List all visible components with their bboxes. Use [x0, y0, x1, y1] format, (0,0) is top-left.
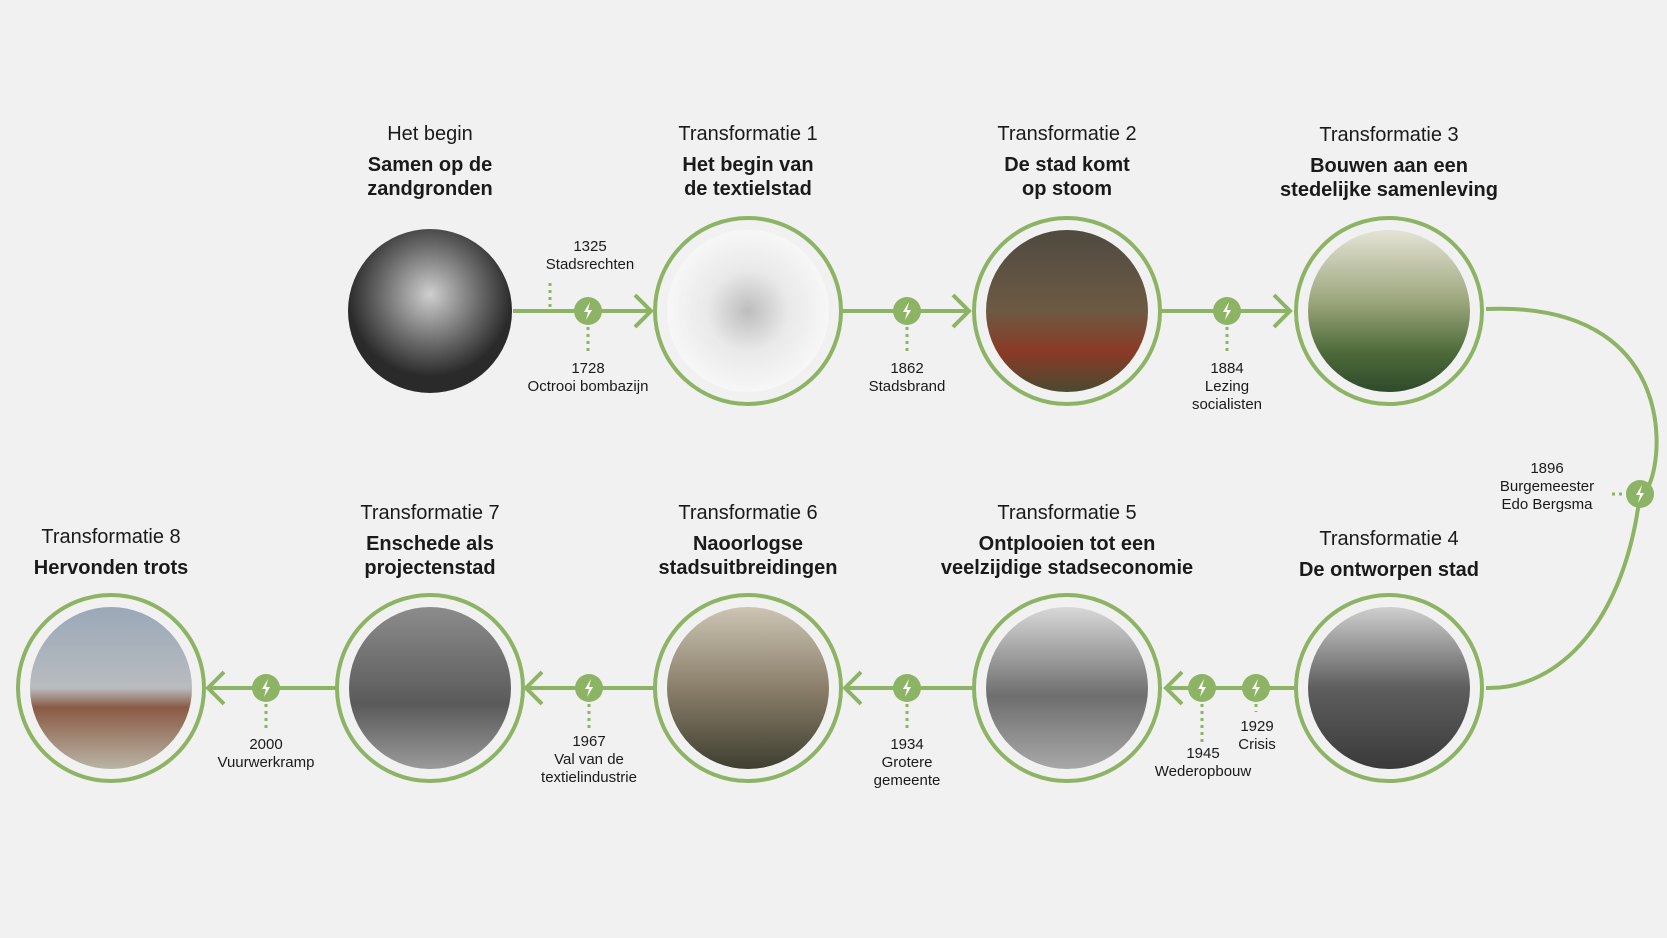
- event-label: Vuurwerkramp: [217, 754, 315, 771]
- event-label: Val van de textielindustrie: [541, 751, 637, 786]
- stage-heading-7: Transformatie 7 Enschede als projectensta…: [270, 501, 590, 580]
- stage-title: De stad komt op stoom: [1004, 154, 1130, 200]
- stage-title: Hervonden trots: [33, 557, 189, 579]
- stage-label: Transformatie 3: [1319, 124, 1459, 146]
- lightning-bolt-icon: [252, 674, 280, 702]
- stage-title: De ontworpen stad: [1298, 559, 1479, 581]
- lightning-bolt-icon: [893, 674, 921, 702]
- stage-heading-2: Transformatie 2 De stad komt op stoom: [907, 122, 1227, 201]
- event-label: Grotere gemeente: [873, 754, 941, 789]
- stage-photo: [986, 607, 1148, 769]
- stage-title: Het begin van de textielstad: [682, 154, 814, 200]
- event-year: 1728: [571, 360, 605, 377]
- arrow-head-icon: [633, 293, 654, 329]
- event-year: 1884: [1210, 360, 1244, 377]
- stage-photo: [667, 230, 829, 392]
- arrow-head-icon: [842, 670, 863, 706]
- stage-image-photo-waterfront-crane: [16, 593, 206, 783]
- stage-heading-8: Transformatie 8 Hervonden trots: [0, 525, 271, 580]
- stage-image-painting-factory-smoke: [972, 216, 1162, 406]
- stage-label: Het begin: [387, 123, 473, 145]
- stage-title: Samen op de zandgronden: [367, 154, 493, 200]
- event-year: 1929: [1240, 718, 1274, 735]
- stage-photo: [30, 607, 192, 769]
- stage-image-photo-postwar-housing: [653, 593, 843, 783]
- lightning-bolt-icon: [893, 297, 921, 325]
- event-year: 1896: [1530, 460, 1564, 477]
- stage-heading-1: Transformatie 1 Het begin van de textiels…: [588, 122, 908, 201]
- event-year: 1325: [573, 238, 607, 255]
- lightning-bolt-icon: [1626, 480, 1654, 508]
- stage-title: Bouwen aan een stedelijke samenleving: [1280, 155, 1498, 201]
- arrow-head-icon: [1272, 293, 1293, 329]
- event-year: 1862: [890, 360, 924, 377]
- arrow-head-icon: [205, 670, 226, 706]
- stage-heading-4: Transformatie 4 De ontworpen stad: [1229, 527, 1549, 582]
- stage-photo: [667, 607, 829, 769]
- stage-label: Transformatie 2: [997, 123, 1137, 145]
- event-label: Crisis: [1238, 736, 1276, 753]
- stage-photo: [1308, 230, 1470, 392]
- stage-photo: [986, 230, 1148, 392]
- event-label: Lezing socialisten: [1191, 378, 1263, 413]
- event-year: 1934: [890, 736, 924, 753]
- stage-title: Enschede als projectenstad: [364, 533, 496, 579]
- stage-heading-6: Transformatie 6 Naoorlogse stadsuitbreidi…: [588, 501, 908, 580]
- lightning-bolt-icon: [575, 674, 603, 702]
- lightning-bolt-icon: [1242, 674, 1270, 702]
- stage-title: Naoorlogse stadsuitbreidingen: [658, 533, 838, 579]
- event-label: Wederopbouw: [1154, 763, 1252, 780]
- stage-label: Transformatie 7: [360, 502, 500, 524]
- lightning-bolt-icon: [1188, 674, 1216, 702]
- stage-heading-5: Transformatie 5 Ontplooien tot een veelzi…: [907, 501, 1227, 580]
- arrow-head-icon: [951, 293, 972, 329]
- event-label: Stadsbrand: [868, 378, 946, 395]
- stage-photo: [1308, 607, 1470, 769]
- arrow-head-icon: [1163, 670, 1184, 706]
- event-year: 1967: [572, 733, 606, 750]
- stage-label: Transformatie 5: [997, 502, 1137, 524]
- event-label: Stadsrechten: [545, 256, 635, 273]
- stage-heading-3: Transformatie 3 Bouwen aan een stedelijke…: [1229, 123, 1549, 202]
- stage-image-sketch-farmhouse: [653, 216, 843, 406]
- stage-image-photo-city-hall-tower: [1294, 593, 1484, 783]
- event-label: Burgemeester Edo Bergsma: [1499, 478, 1595, 513]
- stage-photo: [349, 607, 511, 769]
- stage-title: Ontplooien tot een veelzijdige stadsecon…: [940, 533, 1194, 579]
- stage-label: Transformatie 4: [1319, 528, 1459, 550]
- event-year: 1945: [1186, 745, 1220, 762]
- stage-image-painting-landscape-city: [1294, 216, 1484, 406]
- lightning-bolt-icon: [574, 297, 602, 325]
- stage-label: Transformatie 8: [41, 526, 181, 548]
- lightning-bolt-icon: [1213, 297, 1241, 325]
- stage-image-black-white-photo-tree-woman: [348, 229, 512, 393]
- stage-label: Transformatie 1: [678, 123, 818, 145]
- event-label: Octrooi bombazijn: [527, 378, 649, 395]
- arrow-head-icon: [523, 670, 544, 706]
- stage-image-photo-shopping-street: [335, 593, 525, 783]
- stage-label: Transformatie 6: [678, 502, 818, 524]
- stage-photo: [348, 229, 512, 393]
- stage-image-photo-modern-buildings: [972, 593, 1162, 783]
- event-year: 2000: [249, 736, 283, 753]
- stage-images: [16, 216, 1484, 783]
- event-markers: [252, 283, 1654, 742]
